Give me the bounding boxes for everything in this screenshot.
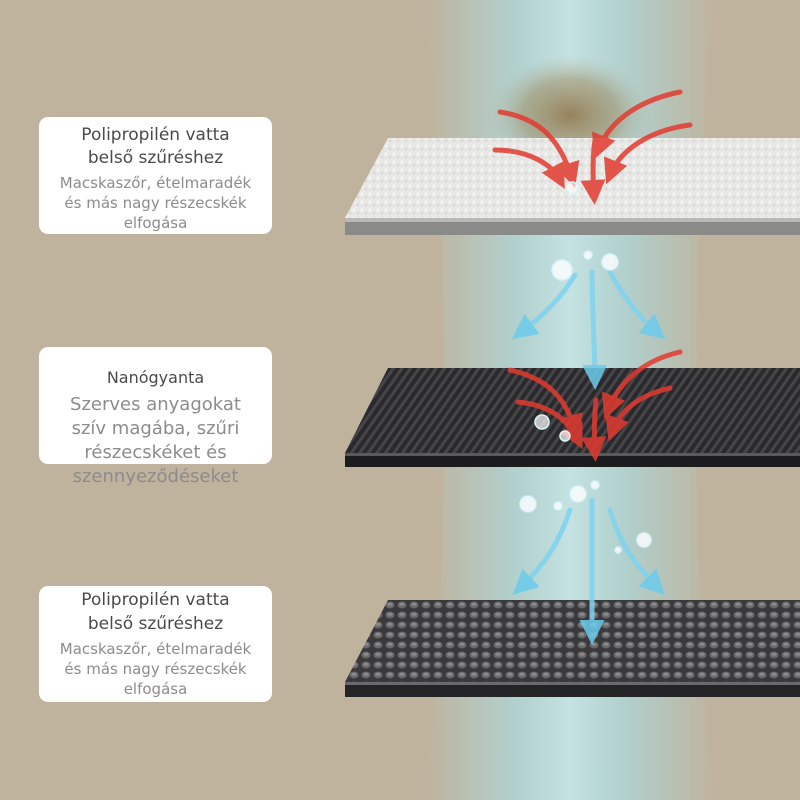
layer-1-title: Polipropilén vatta belső szűréshez xyxy=(81,125,230,168)
blue-arrows-upper xyxy=(512,269,666,390)
blue-arrows-lower xyxy=(512,497,666,645)
red-arrows-layer-1 xyxy=(492,89,693,205)
layer-2-title: Nanógyanta xyxy=(106,368,205,387)
layer-info-card-2: Nanógyanta Szerves anyagokat szív magába… xyxy=(39,347,272,487)
layer-info-card-1: Polipropilén vatta belső szűréshez Macsk… xyxy=(39,117,272,234)
layer-3-title: Polipropilén vatta belső szűréshez xyxy=(81,590,230,634)
layer-info-card-3: Polipropilén vatta belső szűréshez Macsk… xyxy=(39,586,272,702)
layer-3-mesh xyxy=(345,600,800,697)
layer-3-description: Macskaszőr, ételmaradék és más nagy rész… xyxy=(59,640,252,698)
layer-2-carbon xyxy=(345,368,800,467)
layer-2-description: Szerves anyagokat szív magába, szűri rés… xyxy=(70,394,241,487)
red-arrows-layer-2 xyxy=(507,349,683,462)
air-bubbles xyxy=(519,181,652,554)
layer-1-description: Macskaszőr, ételmaradék és más nagy rész… xyxy=(59,174,252,232)
